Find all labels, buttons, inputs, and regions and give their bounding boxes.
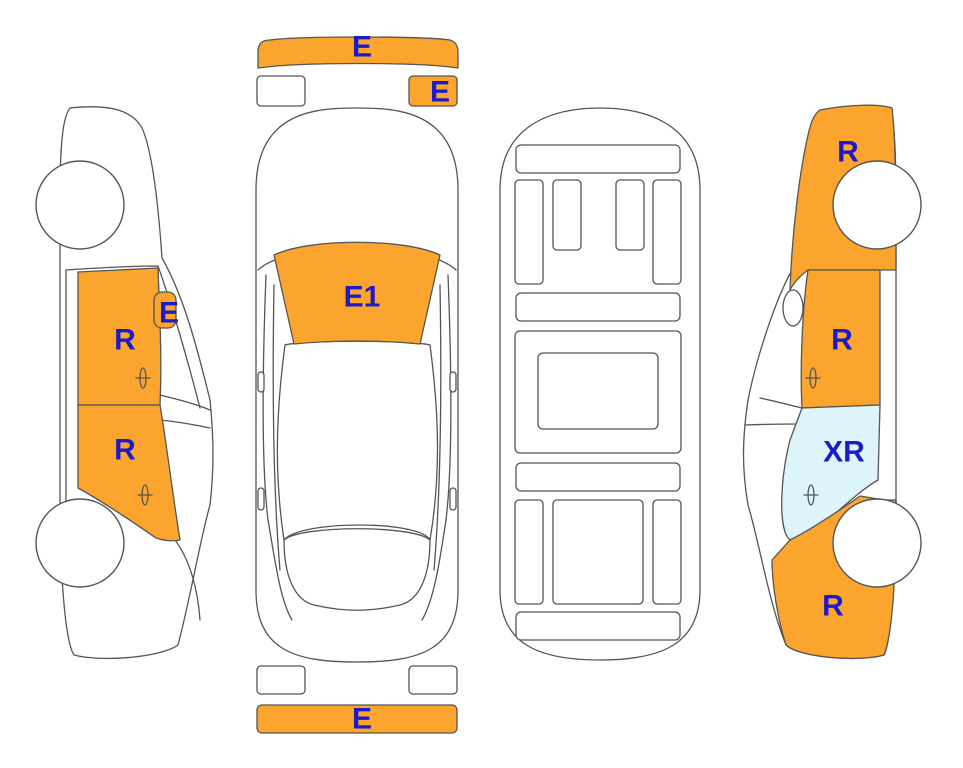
left-side-view: E R R xyxy=(35,106,214,660)
left-rear-door-handle-icon xyxy=(137,484,153,506)
underside-panel-right-b xyxy=(615,179,645,251)
right-side-view: R R XR R xyxy=(742,104,922,660)
top-view-cabin-left xyxy=(262,274,293,621)
top-view-right-mirror xyxy=(449,371,457,393)
front-bumper[interactable] xyxy=(257,36,459,69)
left-front-wheel xyxy=(35,160,125,250)
left-side-window-line xyxy=(65,265,201,409)
top-view-left-mirror xyxy=(257,371,265,393)
left-mirror[interactable] xyxy=(153,291,177,329)
underside-view xyxy=(499,107,701,661)
left-front-door[interactable] xyxy=(77,267,162,406)
left-side-window-line-2 xyxy=(159,394,211,411)
rear-left-light[interactable] xyxy=(256,665,306,695)
underside-panel-mid-bar xyxy=(515,292,681,322)
top-view-right-mirror-rear xyxy=(449,487,457,511)
left-side-window-line-3 xyxy=(159,419,211,429)
underside-panel-left-b xyxy=(552,179,582,251)
right-mirror xyxy=(782,289,804,327)
underside-panel-center-inner xyxy=(537,352,659,430)
underside-panel-low-bar xyxy=(515,462,681,492)
underside-panel-bottom xyxy=(515,611,681,641)
top-view-left-edge xyxy=(272,284,281,571)
underside-panel-top xyxy=(515,144,681,174)
front-right-light[interactable] xyxy=(408,75,458,107)
top-view-body-outline xyxy=(255,107,459,663)
right-rear-wheel xyxy=(832,498,922,588)
top-view-cabin-right xyxy=(421,274,452,621)
right-rear-door-handle-icon xyxy=(803,484,819,506)
underside-panel-left-a xyxy=(514,179,544,285)
underside-panel-right-a xyxy=(652,179,682,285)
left-front-door-handle-icon xyxy=(135,367,151,389)
rear-right-light[interactable] xyxy=(408,665,458,695)
rear-bumper[interactable] xyxy=(256,704,458,734)
left-side-rear-line xyxy=(174,539,201,621)
front-left-light[interactable] xyxy=(256,75,306,107)
right-front-door[interactable] xyxy=(800,269,881,409)
underside-panel-center-c xyxy=(552,499,644,605)
left-rear-wheel xyxy=(35,498,125,588)
right-side-window-line xyxy=(759,397,803,409)
right-front-wheel xyxy=(832,160,922,250)
left-rear-door[interactable] xyxy=(77,404,181,542)
windshield[interactable] xyxy=(273,241,441,345)
top-view-right-edge xyxy=(433,284,442,571)
right-front-door-handle-icon xyxy=(805,367,821,389)
top-view: E E E1 E xyxy=(255,31,459,736)
top-view-left-mirror-rear xyxy=(257,487,265,511)
underside-panel-right-c xyxy=(652,499,682,605)
top-view-rear-window xyxy=(283,528,431,611)
underside-panel-left-c xyxy=(514,499,544,605)
